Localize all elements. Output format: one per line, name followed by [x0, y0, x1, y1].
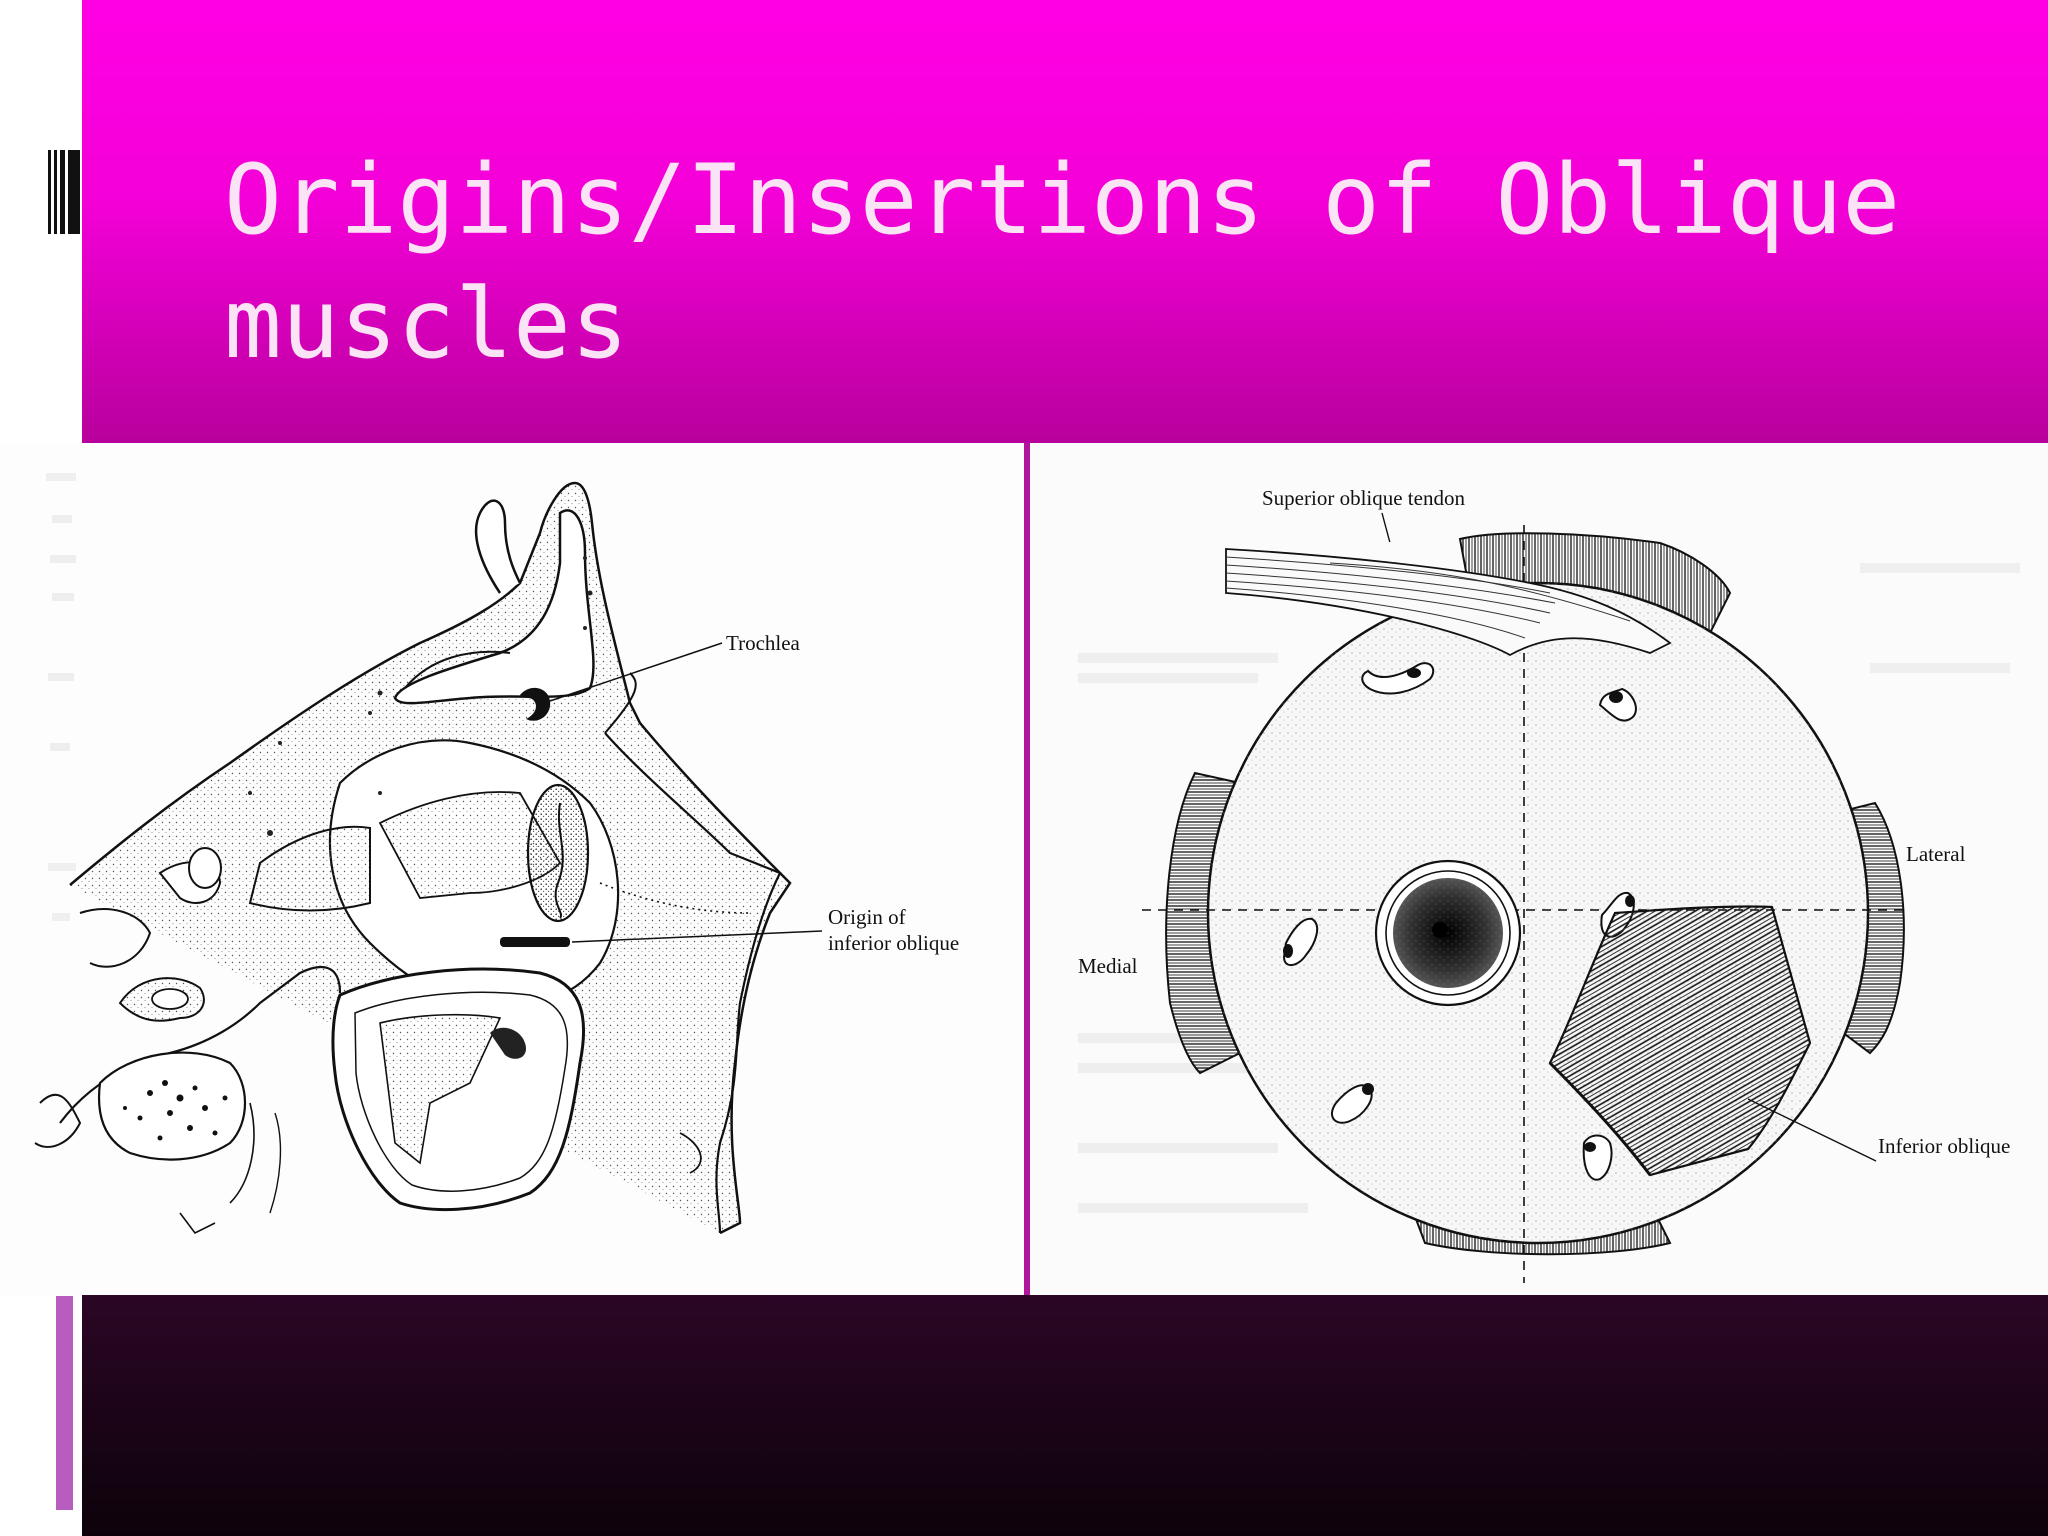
orbit-skull-drawing: Trochlea Origin of inferior oblique — [34, 473, 959, 1235]
orbit-skull-figure: Trochlea Origin of inferior oblique — [0, 443, 1024, 1295]
tendon-leader-line — [1381, 512, 1391, 543]
superior-oblique-tendon-label: Superior oblique tendon — [1262, 486, 1465, 510]
origin-leader-line — [571, 930, 823, 943]
panel-divider — [1024, 443, 1030, 1295]
inferior-oblique-label: Inferior oblique — [1878, 1134, 2010, 1158]
inferior-oblique-leader-line — [1747, 1098, 1877, 1162]
footer-band — [82, 1295, 2048, 1536]
title-banner — [82, 0, 2048, 443]
medial-label: Medial — [1078, 954, 1138, 978]
origin-label-line2: inferior oblique — [828, 931, 959, 955]
eyeball-drawing: Superior oblique tendon Lateral Medial I… — [1078, 486, 2020, 1283]
trochlea-label: Trochlea — [726, 631, 801, 655]
decorative-bars-icon — [48, 150, 80, 234]
origin-label-line1: Origin of — [828, 905, 906, 929]
lateral-label: Lateral — [1906, 842, 1966, 866]
figure-area: Trochlea Origin of inferior oblique — [0, 443, 2048, 1295]
eyeball-figure: Superior oblique tendon Lateral Medial I… — [1030, 443, 2048, 1295]
slide-title: Origins/Insertions of Oblique muscles — [224, 144, 1901, 380]
footer-accent-bar — [56, 1296, 73, 1510]
trochlea-leader-line — [549, 642, 723, 702]
